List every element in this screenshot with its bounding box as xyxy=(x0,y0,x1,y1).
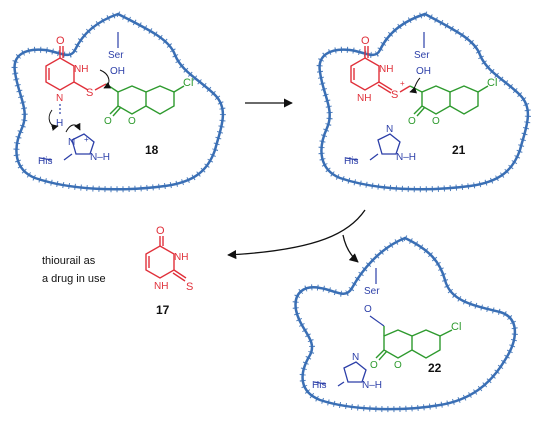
atom-s: S xyxy=(391,89,398,101)
compound-22: Ser O Cl O O His N N–H xyxy=(312,268,461,391)
his-n: N xyxy=(352,352,359,363)
atom-o-ring: O xyxy=(432,116,440,127)
serine-oh: OH xyxy=(110,66,125,77)
atom-o: O xyxy=(361,35,370,47)
atom-n: N xyxy=(56,93,63,104)
note-line-2: a drug in use xyxy=(42,273,106,285)
his-label: His xyxy=(38,156,52,167)
branch-arrows xyxy=(227,209,366,263)
atom-s: S xyxy=(186,281,193,293)
his-label: His xyxy=(344,156,358,167)
compound-22-label: 22 xyxy=(428,361,442,375)
note-line-1: thiourail as xyxy=(42,255,96,267)
atom-nh: NH xyxy=(174,252,188,263)
atom-nh: NH xyxy=(74,64,88,75)
binding-pocket-3 xyxy=(292,234,518,413)
compound-18: O NH N S Cl O O Ser OH H His N xyxy=(38,32,193,167)
his-n: N xyxy=(386,124,393,135)
atom-o-carbonyl: O xyxy=(370,360,378,371)
atom-o-ring: O xyxy=(394,360,402,371)
atom-nh: NH xyxy=(379,64,393,75)
his-label: His xyxy=(312,380,326,391)
his-nh: N–H xyxy=(396,152,416,163)
atom-o-carbonyl: O xyxy=(408,116,416,127)
histidine-18 xyxy=(39,133,95,161)
his-nh: N–H xyxy=(362,380,382,391)
his-nh: N–H xyxy=(90,152,110,163)
thiouracil-ring-18 xyxy=(45,46,89,91)
serine-label: Ser xyxy=(414,50,430,61)
compound-17: O NH NH S xyxy=(145,225,193,293)
atom-o-ring: O xyxy=(128,116,136,127)
serine-label: Ser xyxy=(108,50,124,61)
atom-cl: Cl xyxy=(451,321,461,333)
atom-cl: Cl xyxy=(183,77,193,89)
binding-pocket-1 xyxy=(11,10,226,193)
binding-pocket-2 xyxy=(316,10,531,193)
atom-nh-lower: NH xyxy=(357,93,371,104)
atom-s: S xyxy=(86,87,93,99)
coumarin-18 xyxy=(105,83,185,117)
atom-cl: Cl xyxy=(487,77,497,89)
compound-18-label: 18 xyxy=(145,143,159,157)
atom-o: O xyxy=(56,35,65,47)
sulfonium-plus: + xyxy=(400,79,405,88)
compound-21: O NH NH S + Cl O O Ser OH His N N–H xyxy=(344,32,497,167)
serine-label: Ser xyxy=(364,286,380,297)
his-n: N xyxy=(68,137,75,148)
atom-nh-lower: NH xyxy=(154,281,168,292)
atom-h: H xyxy=(56,118,63,129)
serine-o: O xyxy=(364,304,372,315)
compound-21-label: 21 xyxy=(452,143,466,157)
his-plus: + xyxy=(84,135,89,144)
serine-oh: OH xyxy=(416,66,431,77)
atom-o-carbonyl: O xyxy=(104,116,112,127)
compound-17-label: 17 xyxy=(156,303,170,317)
atom-o: O xyxy=(156,225,165,237)
